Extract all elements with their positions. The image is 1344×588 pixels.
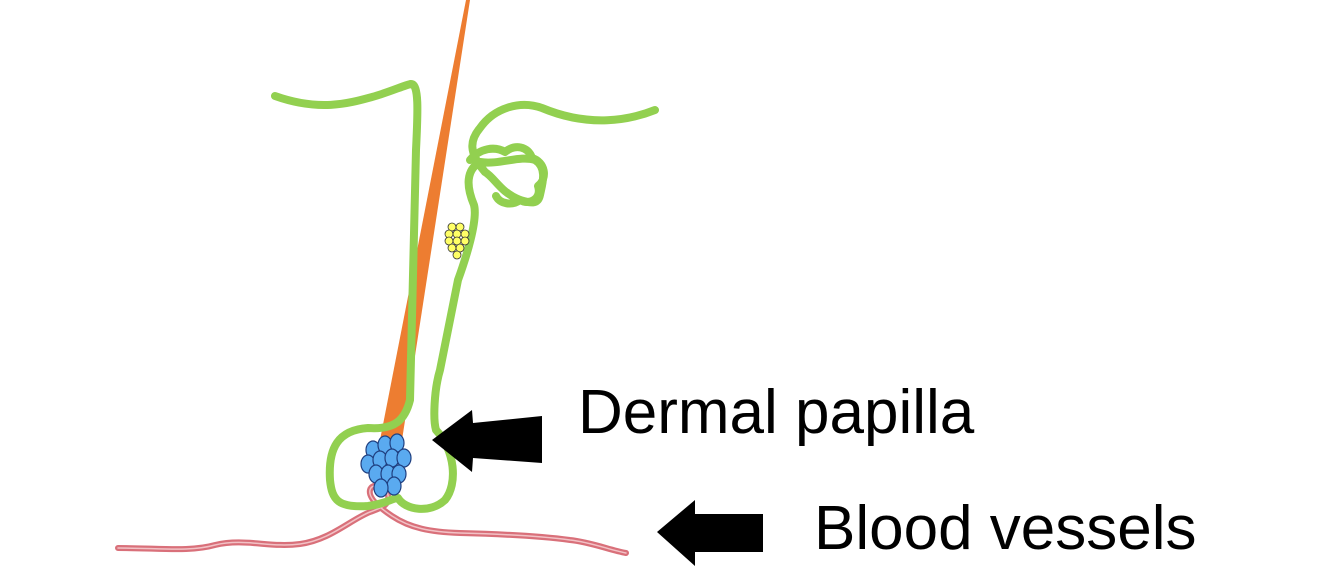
blood-vessel xyxy=(118,486,626,553)
hair-shaft xyxy=(380,0,470,440)
arrow-left-icon xyxy=(657,500,763,566)
blood-vessels-label: Blood vessels xyxy=(814,498,1197,560)
dermal-papilla-label: Dermal papilla xyxy=(578,382,974,444)
